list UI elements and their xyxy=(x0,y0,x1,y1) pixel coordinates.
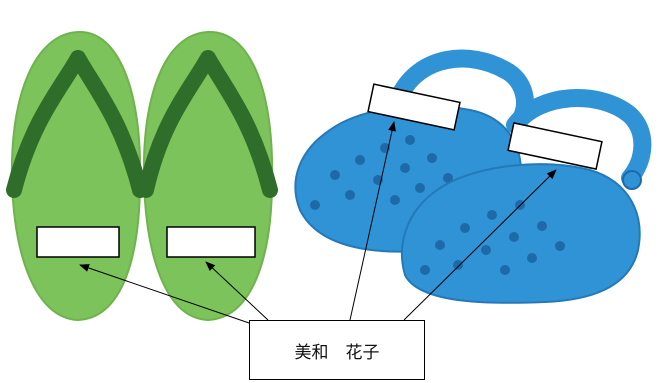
left-sandal-strap xyxy=(6,50,148,198)
arrow-to-left-sandal-tag xyxy=(79,264,253,325)
left-sandal xyxy=(6,30,148,322)
front-clog xyxy=(400,89,652,304)
arrow-to-front-clog-tag xyxy=(403,169,557,321)
right-sandal-name-tag xyxy=(166,226,256,258)
right-sandal xyxy=(138,30,278,322)
name-label-text: 美和 花子 xyxy=(294,342,380,363)
back-clog-holes xyxy=(310,135,453,210)
left-sandal-toe-post xyxy=(71,53,85,67)
back-clog-name-tag xyxy=(367,83,461,131)
name-label-box: 美和 花子 xyxy=(249,320,425,380)
front-clog-name-tag xyxy=(507,122,603,170)
right-sandal-sole xyxy=(142,30,274,322)
left-sandal-name-tag xyxy=(36,226,120,258)
back-clog-strap xyxy=(391,49,534,129)
right-sandal-toe-post xyxy=(201,53,215,67)
front-clog-strap xyxy=(506,89,652,187)
front-clog-rivet xyxy=(622,170,642,190)
arrow-to-right-sandal-tag xyxy=(205,261,269,321)
right-sandal-strap xyxy=(138,50,278,198)
arrow-to-back-clog-tag xyxy=(349,121,396,321)
pointer-arrows xyxy=(79,121,557,325)
